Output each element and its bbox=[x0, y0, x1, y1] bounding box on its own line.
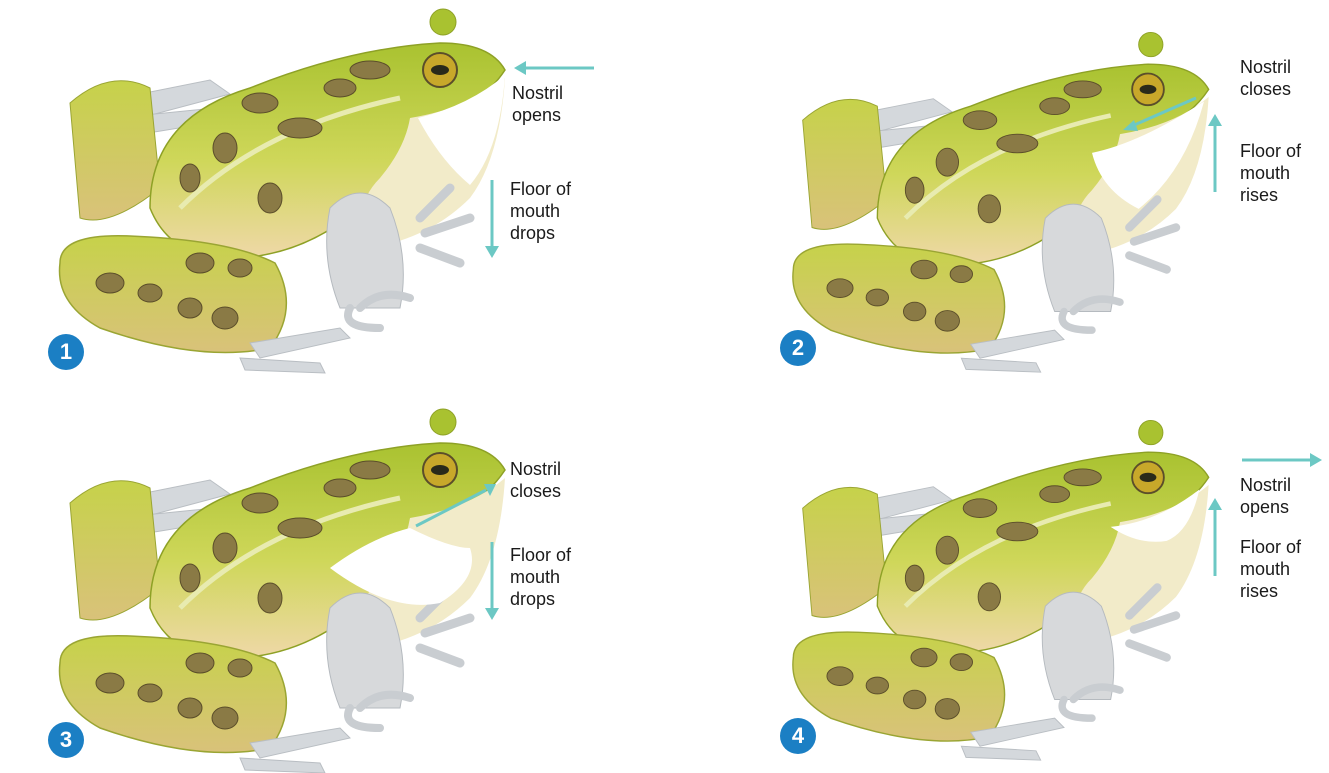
floor-label: Floor of mouth rises bbox=[1240, 140, 1301, 206]
floor-label: Floor of mouth drops bbox=[510, 544, 571, 610]
floor-label: Floor of mouth drops bbox=[510, 178, 571, 244]
panel-step-2: Nostril closes Floor of mouth rises 2 bbox=[700, 0, 1329, 385]
step-badge: 2 bbox=[780, 330, 816, 366]
nostril-label: Nostril opens bbox=[1240, 474, 1291, 518]
step-badge: 3 bbox=[48, 722, 84, 758]
arrow-left-icon bbox=[512, 58, 596, 78]
arrow-up-icon bbox=[1205, 496, 1225, 578]
floor-label: Floor of mouth rises bbox=[1240, 536, 1301, 602]
step-badge: 4 bbox=[780, 718, 816, 754]
frog-illustration bbox=[700, 388, 1260, 773]
nostril-label: Nostril closes bbox=[510, 458, 561, 502]
arrow-down-icon bbox=[482, 178, 502, 260]
arrow-up-right-icon bbox=[412, 480, 498, 530]
step-badge: 1 bbox=[48, 334, 84, 370]
nostril-label: Nostril opens bbox=[512, 82, 563, 126]
arrow-down-icon bbox=[482, 540, 502, 622]
arrow-right-icon bbox=[1240, 450, 1324, 470]
nostril-label: Nostril closes bbox=[1240, 56, 1291, 100]
panel-step-4: Nostril opens Floor of mouth rises 4 bbox=[700, 388, 1329, 773]
panel-step-3: Nostril closes Floor of mouth drops 3 bbox=[0, 388, 600, 773]
panel-step-1: Nostril opens Floor of mouth drops 1 bbox=[0, 0, 600, 385]
frog-illustration bbox=[700, 0, 1260, 385]
arrow-diagonal-icon bbox=[1120, 94, 1200, 134]
arrow-up-icon bbox=[1205, 112, 1225, 194]
